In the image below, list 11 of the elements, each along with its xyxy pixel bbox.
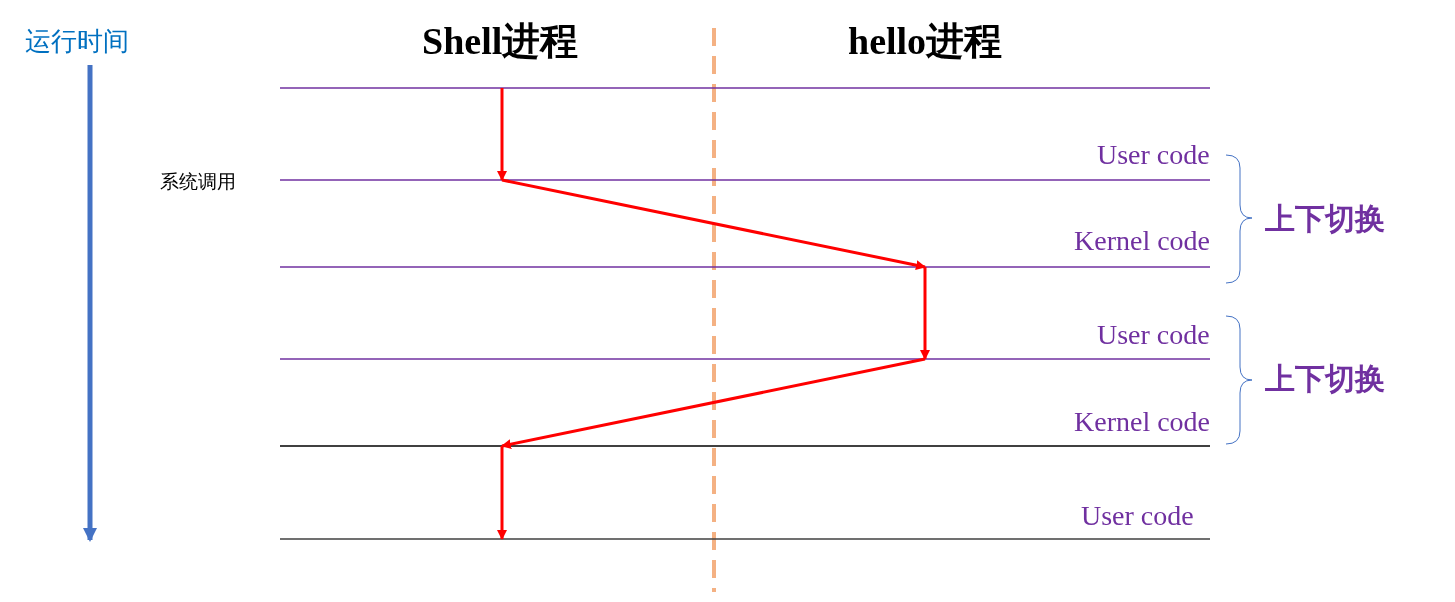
region-label: User code	[1097, 141, 1210, 169]
region-label: Kernel code	[1074, 408, 1211, 436]
event-label: 系统调用	[160, 172, 236, 191]
annotation-label: 上下切换	[1265, 364, 1385, 394]
column-heading: hello进程	[848, 22, 1003, 60]
column-heading: Shell进程	[422, 22, 579, 60]
axis-title: 运行时间	[25, 28, 129, 54]
region-label: Kernel code	[1074, 227, 1211, 255]
annotation-label: 上下切换	[1265, 204, 1385, 234]
region-label: User code	[1081, 502, 1194, 530]
region-label: User code	[1097, 321, 1210, 349]
